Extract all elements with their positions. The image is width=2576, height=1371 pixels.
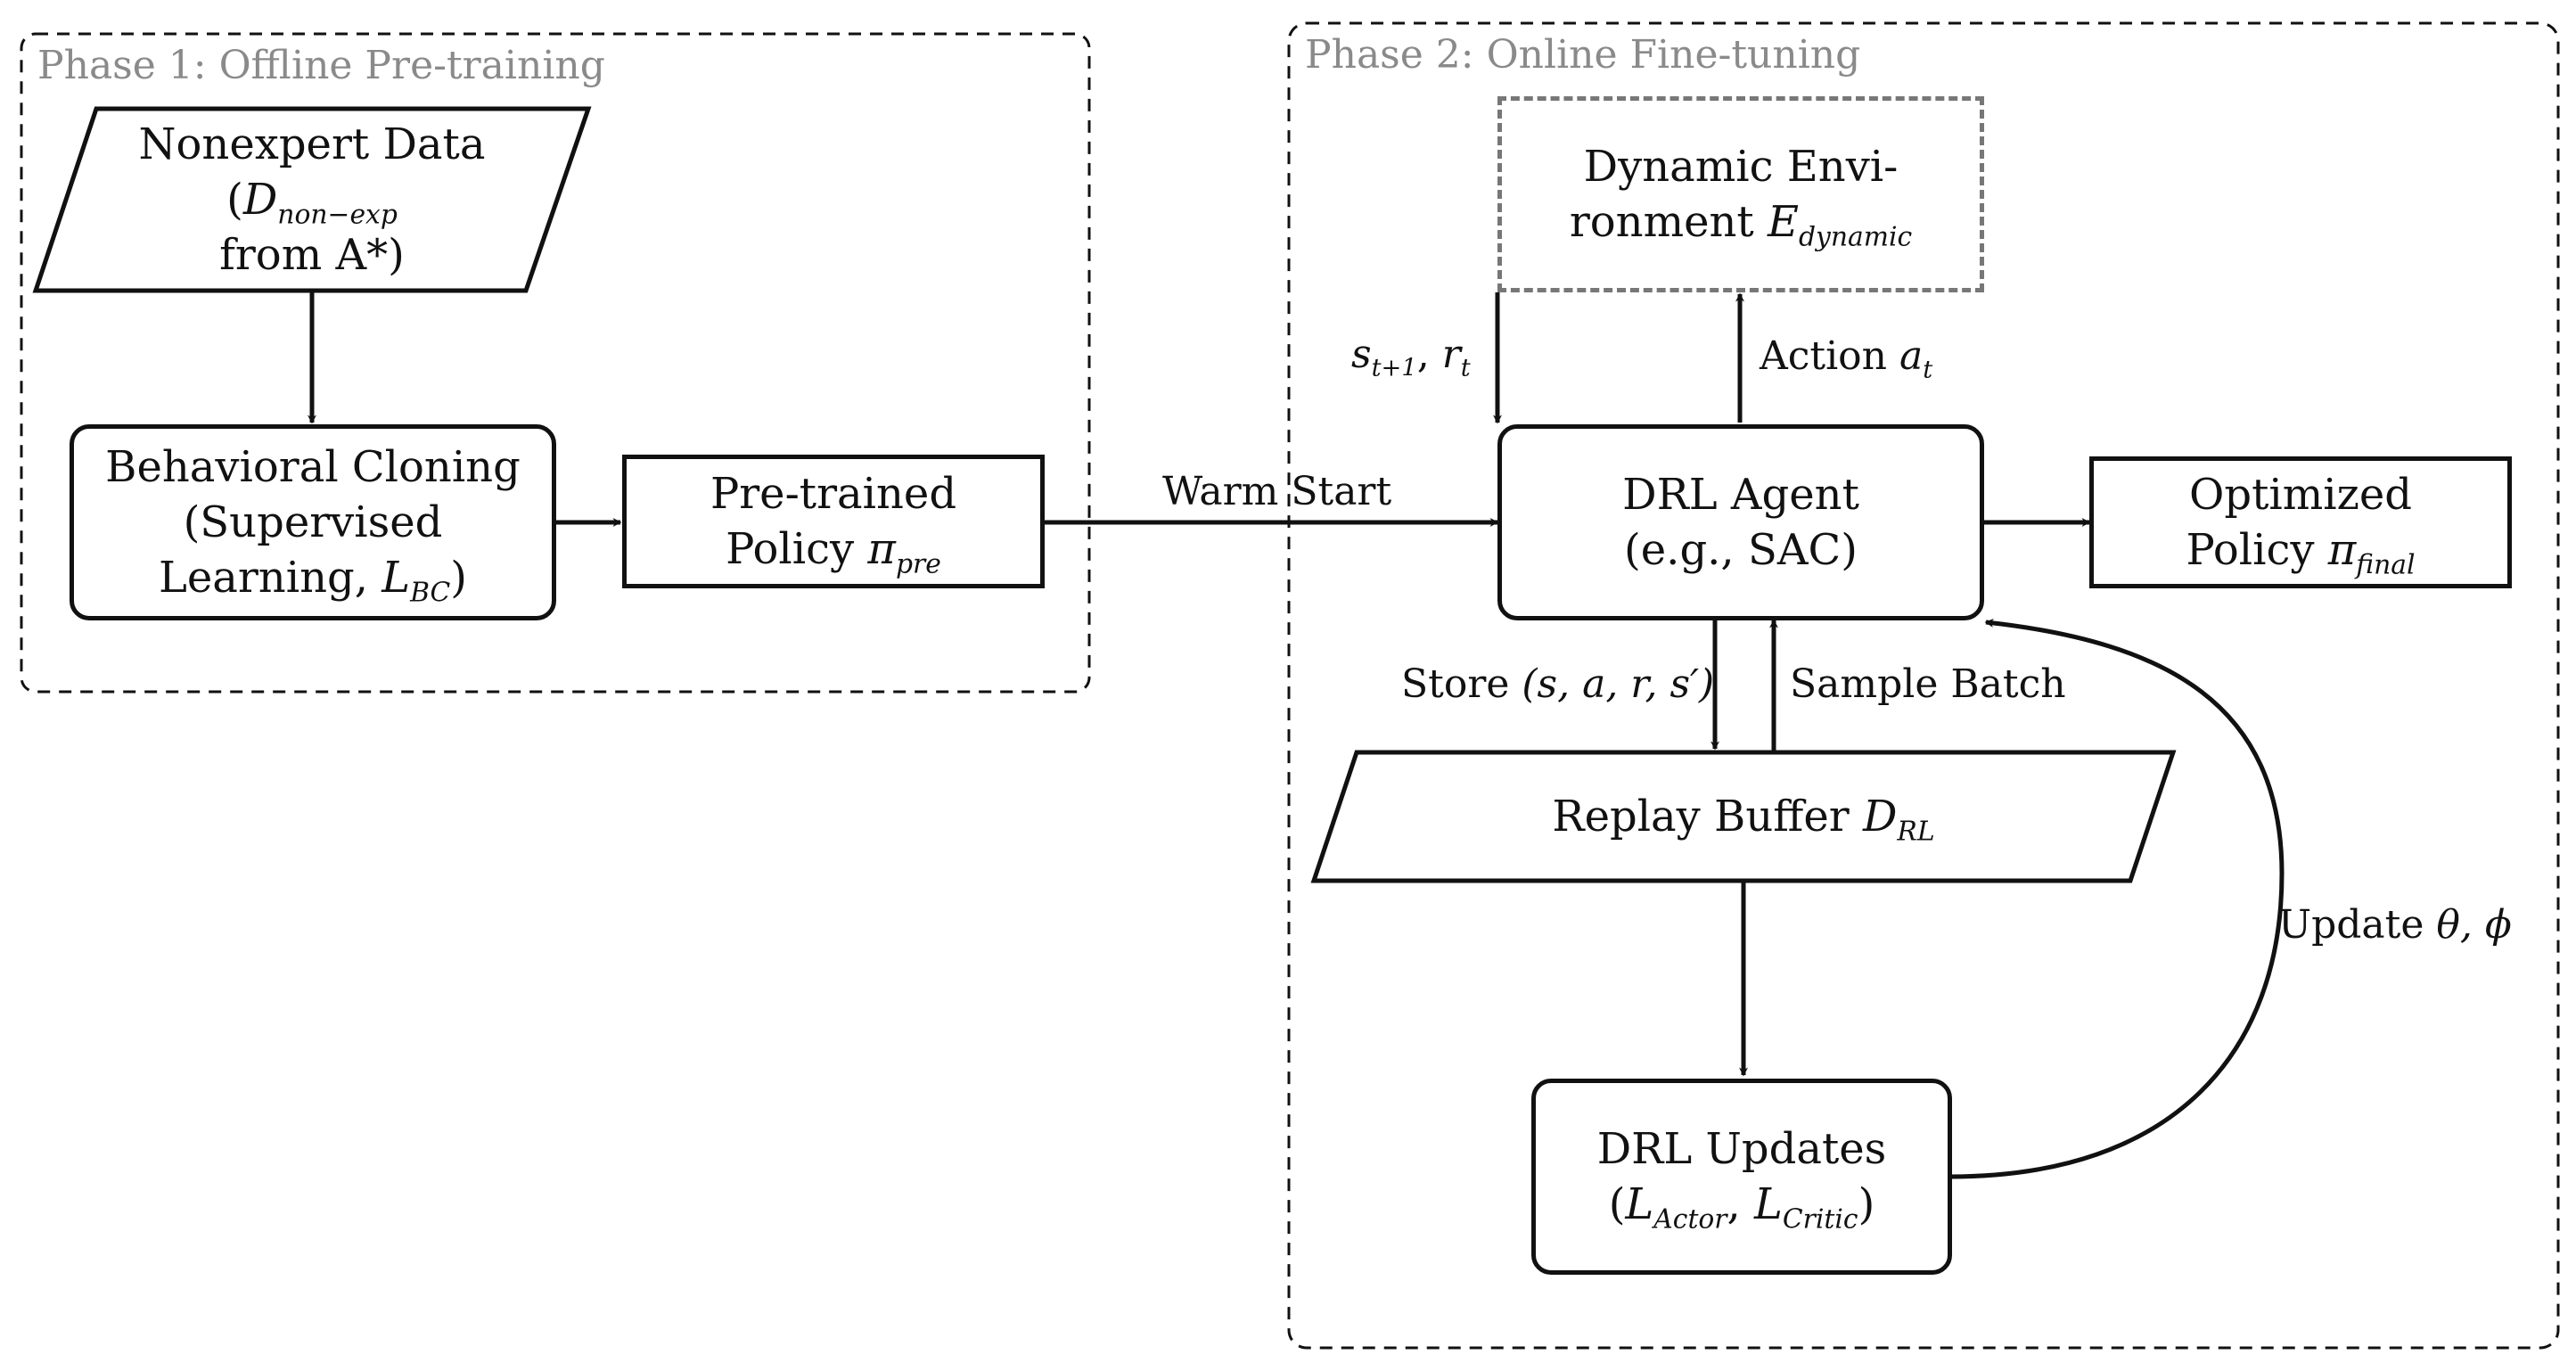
phase1-container (20, 32, 1091, 694)
optimized-line1: Optimized (2188, 470, 2412, 520)
bc-line3: Learning, LBC) (158, 553, 468, 609)
pretrained-policy-node: Pre-trained Policy πpre (622, 455, 1045, 588)
nonexpert-line1: Nonexpert Data (138, 119, 486, 169)
action-label: Action at (1760, 333, 1933, 384)
drl-agent-node: DRL Agent (e.g., SAC) (1497, 424, 1984, 620)
agent-line2: (e.g., SAC) (1624, 525, 1858, 575)
updates-line1: DRL Updates (1596, 1124, 1887, 1174)
optimized-policy-node: Optimized Policy πfinal (2089, 456, 2512, 588)
pretrained-line1: Pre-trained (710, 469, 957, 519)
phase2-container (1287, 21, 2560, 1350)
env-line1: Dynamic Envi- (1583, 142, 1899, 192)
env-line2: ronment Edynamic (1569, 197, 1913, 253)
store-label: Store (s, a, r, s′) (1401, 661, 1715, 707)
dynamic-environment-node: Dynamic Envi- ronment Edynamic (1497, 96, 1984, 292)
behavioral-cloning-node: Behavioral Cloning (Supervised Learning,… (70, 424, 556, 620)
sample-batch-label: Sample Batch (1790, 661, 2066, 707)
updates-line2: (LActor, LCritic) (1608, 1179, 1875, 1236)
phase1-label: Phase 1: Offline Pre-training (37, 43, 605, 88)
optimized-line2: Policy πfinal (2186, 525, 2416, 581)
bc-line1: Behavioral Cloning (105, 442, 521, 492)
drl-updates-node: DRL Updates (LActor, LCritic) (1531, 1079, 1952, 1275)
replay-buffer-shape (1310, 750, 2177, 883)
replay-buffer-node: Replay Buffer DRL (1337, 752, 2150, 881)
pretrained-line2: Policy πpre (726, 524, 941, 580)
bc-line2: (Supervised (183, 497, 443, 547)
warm-start-label: Warm Start (1162, 469, 1392, 514)
arrow-update-params (1949, 618, 2285, 1179)
agent-line1: DRL Agent (1622, 470, 1859, 520)
nonexpert-data-node: Nonexpert Data (Dnon−exp from A*) (71, 109, 553, 291)
update-params-label: Update θ, ϕ (2278, 902, 2512, 948)
phase2-label: Phase 2: Online Fine-tuning (1305, 32, 1861, 78)
nonexpert-data-shape (32, 106, 592, 293)
replay-line1: Replay Buffer DRL (1552, 792, 1935, 848)
state-reward-label: st+1, rt (1351, 332, 1471, 382)
nonexpert-line2: (Dnon−exp (226, 175, 398, 231)
nonexpert-line3: from A*) (219, 230, 405, 280)
